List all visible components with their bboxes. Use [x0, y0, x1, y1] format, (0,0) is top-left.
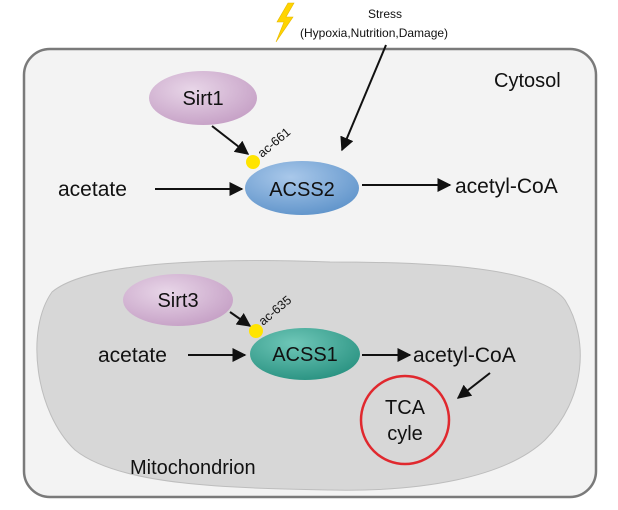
stress-detail: (Hypoxia,Nutrition,Damage) — [300, 26, 448, 40]
cytosol-acetate-label: acetate — [58, 178, 127, 201]
tca-cycle-ring — [359, 374, 451, 466]
sirt1-label: Sirt1 — [182, 88, 223, 110]
acetylcoa-to-tca-arrow — [456, 372, 491, 399]
mito-acetate-label: acetate — [98, 344, 167, 367]
acetylation-site-661-dot — [246, 155, 260, 169]
sirt3-to-acss1-arrow — [229, 311, 252, 327]
sirt1-node — [149, 71, 257, 125]
acetylation-site-635-dot — [249, 324, 263, 338]
cytosol-label: Cytosol — [494, 70, 561, 92]
acss2-node — [245, 161, 359, 215]
tca-label-line2: cyle — [387, 423, 423, 445]
stress-title: Stress — [368, 7, 402, 21]
stress-to-acss2-arrow — [340, 44, 387, 152]
acss1-node — [250, 328, 360, 380]
tca-label-line1: TCA — [385, 397, 426, 419]
sirt1-to-acss2-arrow — [211, 125, 250, 155]
mitochondrion-label: Mitochondrion — [130, 457, 256, 479]
cytosol-acetylcoa-label: acetyl-CoA — [455, 175, 558, 198]
acss1-label: ACSS1 — [272, 344, 338, 366]
lightning-bolt-icon — [275, 2, 295, 43]
sirt3-label: Sirt3 — [157, 290, 198, 312]
sirt3-node — [123, 274, 233, 326]
acss2-label: ACSS2 — [269, 179, 335, 201]
mito-acetylcoa-label: acetyl-CoA — [413, 344, 516, 367]
